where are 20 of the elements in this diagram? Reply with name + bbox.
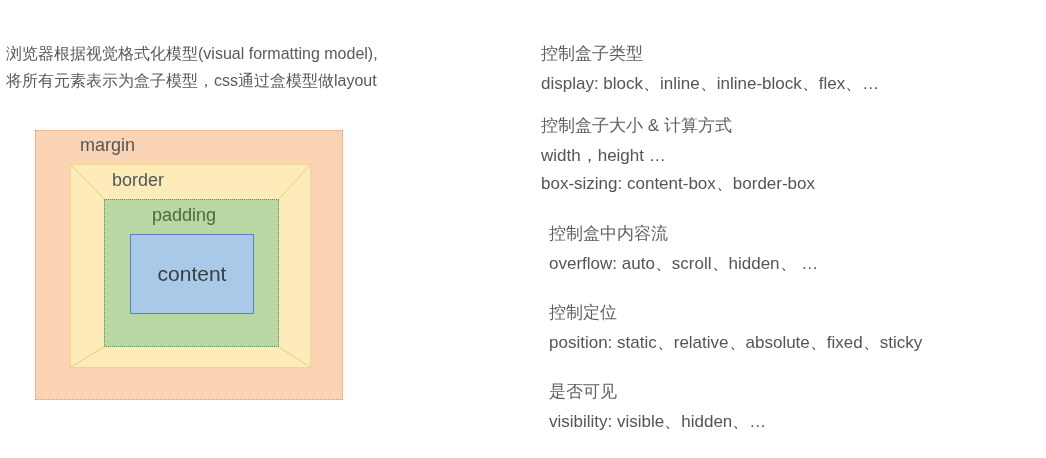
- property-values: width，height …: [541, 145, 666, 167]
- section-heading: 控制盒中内容流: [549, 223, 668, 245]
- padding-area: [104, 199, 279, 347]
- property-values: visibility: visible、hidden、…: [549, 411, 767, 433]
- section-heading: 控制盒子大小 & 计算方式: [541, 115, 732, 137]
- area-label: content: [157, 261, 227, 287]
- area-label: border: [112, 170, 165, 192]
- area-label: margin: [80, 135, 136, 157]
- section-heading: 控制盒子类型: [541, 43, 643, 65]
- section-heading: 控制定位: [549, 302, 617, 324]
- margin-area: [35, 130, 343, 400]
- border-area: [70, 164, 311, 368]
- property-values: overflow: auto、scroll、hidden、 …: [549, 253, 819, 275]
- property-values: position: static、relative、absolute、fixed、sticky: [549, 332, 923, 354]
- area-label: padding: [152, 205, 217, 227]
- property-values: display: block、inline、inline-block、flex、…: [541, 73, 880, 95]
- property-values: box-sizing: content-box、border-box: [541, 173, 816, 195]
- description-text: 浏览器根据视觉格式化模型(visual formatting model), 将所有元素表示为盒子模型，css通过盒模型做layout: [6, 44, 379, 91]
- section-heading: 是否可见: [549, 381, 617, 403]
- content-area: [130, 234, 254, 314]
